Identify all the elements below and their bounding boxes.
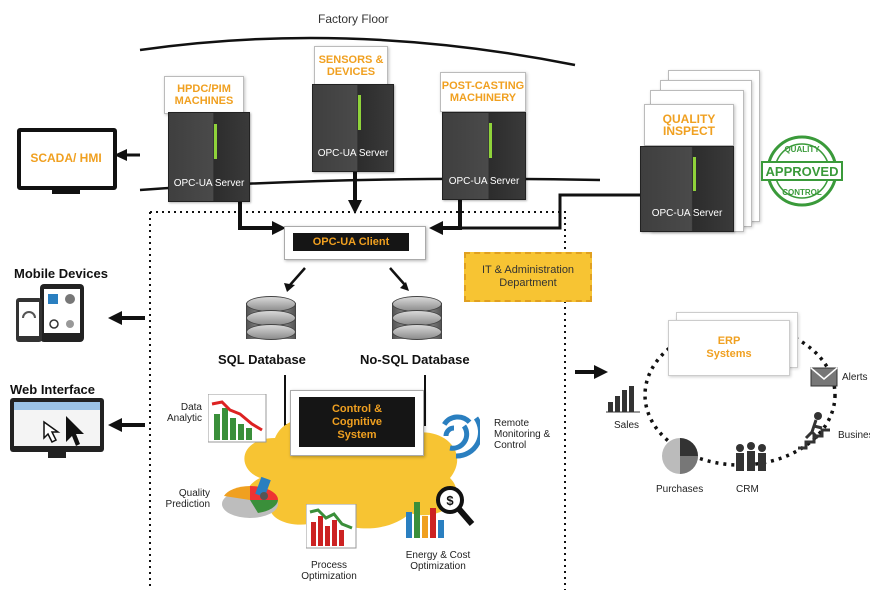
control-cognitive-label: Control & Cognitive System bbox=[331, 402, 383, 441]
sql-database-icon bbox=[246, 296, 296, 344]
scada-monitor-stand bbox=[52, 190, 80, 194]
it-department-box: IT & Administration Department bbox=[464, 252, 592, 302]
mobile-devices-icon bbox=[16, 284, 84, 342]
web-interface-icon bbox=[10, 398, 104, 458]
business-analytics-label: Business Analy bbox=[838, 430, 870, 441]
opc-ua-server-post-casting: OPC-UA Server bbox=[442, 112, 526, 200]
sales-label: Sales bbox=[614, 420, 640, 431]
alerts-label: Alerts bbox=[842, 372, 868, 383]
post-casting-tag: POST-CASTING MACHINERY bbox=[440, 72, 526, 112]
mobile-devices-label: Mobile Devices bbox=[14, 266, 108, 281]
nosql-database-icon bbox=[392, 296, 442, 344]
hpdc-pim-tag: HPDC/PIM MACHINES bbox=[164, 76, 244, 114]
opc-ua-server-sensors: OPC-UA Server bbox=[312, 84, 394, 172]
quality-inspect-tag: QUALITY INSPECT bbox=[644, 104, 734, 146]
erp-systems-box: ERP Systems bbox=[668, 320, 790, 376]
remote-monitoring-label: Remote Monitoring & Control bbox=[494, 418, 551, 451]
nosql-database-label: No-SQL Database bbox=[360, 352, 470, 367]
opc-ua-server-hpdc: OPC-UA Server bbox=[168, 112, 250, 202]
data-analytic-label: Data Analytic bbox=[166, 402, 202, 424]
server-label: OPC-UA Server bbox=[651, 208, 723, 219]
server-label: OPC-UA Server bbox=[448, 176, 520, 187]
opc-ua-client-box: OPC-UA Client bbox=[284, 226, 426, 260]
data-analytic-chart-icon bbox=[208, 394, 267, 443]
seal-center-text: APPROVED bbox=[766, 164, 839, 179]
energy-cost-label: Energy & Cost Optimization bbox=[405, 550, 471, 572]
alerts-envelope-icon bbox=[810, 367, 838, 387]
opc-ua-server-quality: OPC-UA Server bbox=[640, 146, 734, 232]
opc-ua-client-bar: OPC-UA Client bbox=[293, 233, 409, 251]
control-cognitive-box: Control & Cognitive System bbox=[299, 397, 415, 447]
erp-systems-label: ERP Systems bbox=[706, 335, 752, 360]
sales-chart-icon bbox=[606, 386, 640, 413]
quality-prediction-label: Quality Prediction bbox=[165, 488, 210, 510]
crm-label: CRM bbox=[736, 484, 759, 495]
control-cognitive-frame: Control & Cognitive System bbox=[290, 390, 424, 456]
business-analytics-icon bbox=[798, 412, 830, 450]
crm-people-icon bbox=[736, 442, 766, 471]
hpdc-pim-tag-text: HPDC/PIM MACHINES bbox=[174, 83, 234, 107]
quality-inspect-tag-text: QUALITY INSPECT bbox=[662, 112, 716, 138]
sql-database-label: SQL Database bbox=[218, 352, 306, 367]
energy-cost-icon: $ bbox=[406, 486, 475, 538]
seal-bottom-text: CONTROL bbox=[782, 188, 822, 197]
server-label: OPC-UA Server bbox=[173, 178, 245, 189]
quality-approved-seal: QUALITY APPROVED CONTROL bbox=[761, 135, 843, 207]
process-optimization-icon bbox=[306, 504, 357, 549]
sensors-devices-tag: SENSORS & DEVICES bbox=[314, 46, 388, 86]
it-department-label: IT & Administration Department bbox=[481, 264, 575, 289]
web-interface-label: Web Interface bbox=[10, 382, 96, 397]
svg-text:$: $ bbox=[446, 493, 454, 508]
seal-top-text: QUALITY bbox=[784, 145, 820, 154]
scada-label: SCADA/ HMI bbox=[27, 138, 105, 178]
remote-signal-icon bbox=[442, 414, 480, 459]
server-label: OPC-UA Server bbox=[317, 148, 389, 159]
quality-prediction-icon bbox=[222, 476, 278, 518]
factory-floor-title: Factory Floor bbox=[318, 12, 389, 26]
process-optimization-label: Process Optimization bbox=[301, 560, 357, 582]
scada-monitor: SCADA/ HMI bbox=[17, 128, 117, 190]
post-casting-tag-text: POST-CASTING MACHINERY bbox=[441, 80, 525, 104]
purchases-pie-icon bbox=[662, 438, 698, 474]
sensors-devices-tag-text: SENSORS & DEVICES bbox=[318, 54, 384, 78]
opc-ua-client-label: OPC-UA Client bbox=[312, 236, 390, 248]
purchases-label: Purchases bbox=[656, 484, 704, 495]
scada-label-text: SCADA/ HMI bbox=[30, 151, 102, 165]
